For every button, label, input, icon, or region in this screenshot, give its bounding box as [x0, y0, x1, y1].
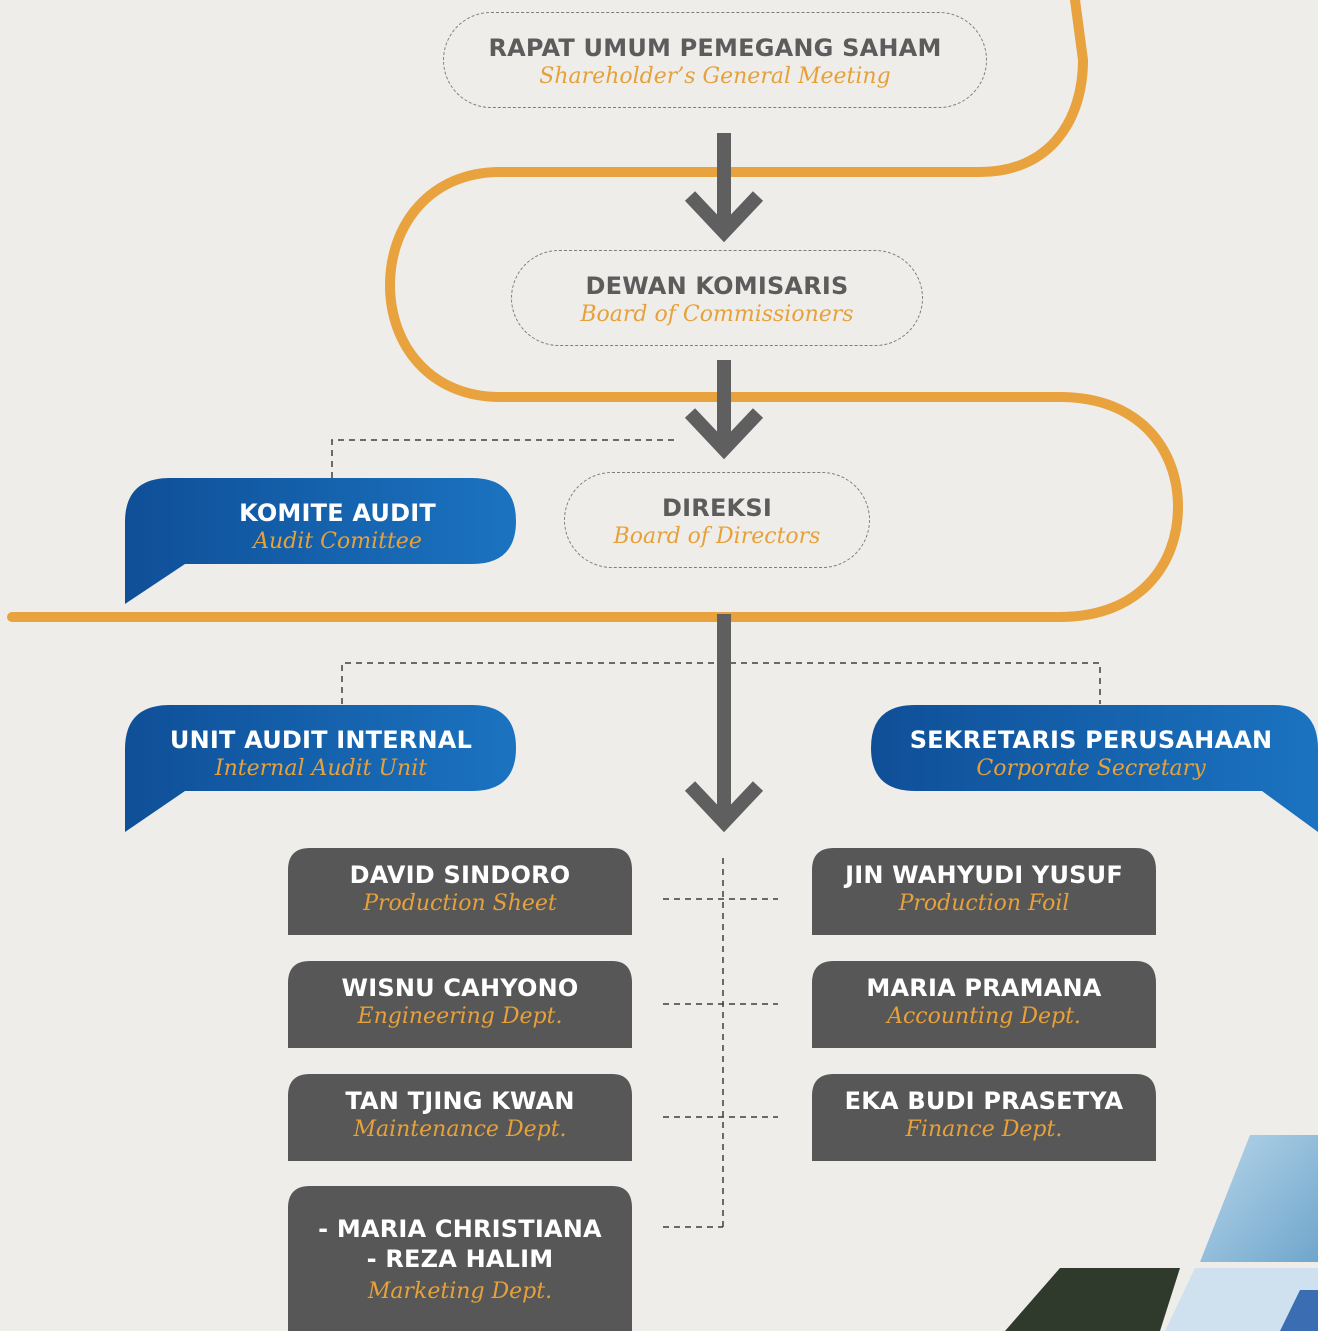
unit-audit-node: UNIT AUDIT INTERNAL Internal Audit Unit [125, 707, 517, 791]
dept-head-name: WISNU CAHYONO [341, 974, 579, 1002]
komite-audit-subtitle: Audit Comittee [253, 529, 422, 554]
dept-name: Marketing Dept. [367, 1279, 553, 1304]
dept-head-name: MARIA PRAMANA [866, 974, 1102, 1002]
dept-name: Finance Dept. [905, 1117, 1063, 1142]
unit-audit-shape [125, 705, 516, 832]
dekom-title: DEWAN KOMISARIS [585, 272, 849, 300]
unit-audit-subtitle: Internal Audit Unit [214, 756, 428, 781]
rups-node: RAPAT UMUM PEMEGANG SAHAM Shareholder’s … [443, 12, 987, 108]
decorative-photo-fragment [1005, 1135, 1318, 1331]
arrow-down-icon [684, 360, 764, 460]
arrow-down-icon [684, 614, 764, 833]
direksi-subtitle: Board of Directors [613, 524, 821, 549]
dept-head-name: EKA BUDI PRASETYA [844, 1087, 1124, 1115]
dept-box-right-1: JIN WAHYUDI YUSUF Production Foil [812, 848, 1156, 935]
sekretaris-shape [871, 705, 1318, 832]
sekretaris-title: SEKRETARIS PERUSAHAAN [909, 726, 1273, 754]
komite-audit-shape [125, 478, 516, 604]
orange-track [7, 0, 1184, 622]
dekom-node: DEWAN KOMISARIS Board of Commissioners [511, 250, 923, 346]
dept-head-name: JIN WAHYUDI YUSUF [845, 861, 1123, 889]
dept-box-right-3: EKA BUDI PRASETYA Finance Dept. [812, 1074, 1156, 1161]
dept-name: Production Sheet [363, 891, 557, 916]
dekom-subtitle: Board of Commissioners [580, 302, 854, 327]
dept-head-name-1: - MARIA CHRISTIANA [318, 1215, 602, 1243]
dept-head-name-2: - REZA HALIM [366, 1245, 554, 1273]
dept-name: Maintenance Dept. [353, 1117, 567, 1142]
rups-subtitle: Shareholder’s General Meeting [539, 64, 891, 89]
unit-audit-title: UNIT AUDIT INTERNAL [169, 726, 473, 754]
dept-name: Production Foil [898, 891, 1070, 916]
dept-name: Engineering Dept. [357, 1004, 563, 1029]
dept-box-right-2: MARIA PRAMANA Accounting Dept. [812, 961, 1156, 1048]
direksi-node: DIREKSI Board of Directors [564, 472, 870, 568]
direksi-title: DIREKSI [662, 494, 772, 522]
dept-box-left-4: - MARIA CHRISTIANA - REZA HALIM Marketin… [288, 1186, 632, 1331]
dept-head-name: DAVID SINDORO [349, 861, 571, 889]
komite-audit-node: KOMITE AUDIT Audit Comittee [140, 480, 535, 564]
arrow-down-icon [684, 133, 764, 243]
sekretaris-node: SEKRETARIS PERUSAHAAN Corporate Secretar… [871, 707, 1311, 791]
rups-title: RAPAT UMUM PEMEGANG SAHAM [488, 34, 942, 62]
dept-name: Accounting Dept. [887, 1004, 1081, 1029]
komite-audit-title: KOMITE AUDIT [239, 499, 436, 527]
dept-box-left-3: TAN TJING KWAN Maintenance Dept. [288, 1074, 632, 1161]
komite-audit-connector [331, 439, 674, 478]
dept-head-name: TAN TJING KWAN [345, 1087, 575, 1115]
sekretaris-subtitle: Corporate Secretary [976, 756, 1206, 781]
dept-box-left-2: WISNU CAHYONO Engineering Dept. [288, 961, 632, 1048]
dept-box-left-1: DAVID SINDORO Production Sheet [288, 848, 632, 935]
